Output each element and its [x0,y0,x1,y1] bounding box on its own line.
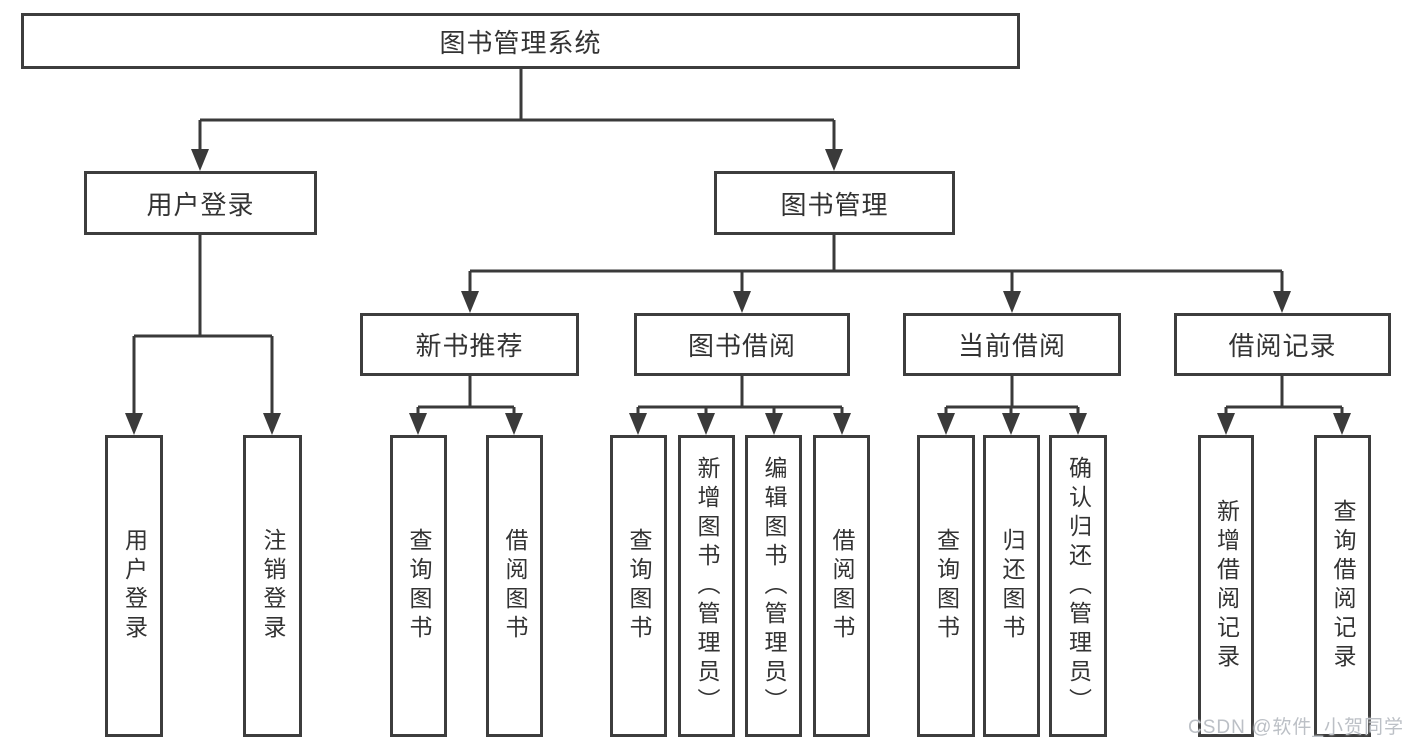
node-borrow-record-label: 借阅记录 [1228,331,1337,361]
node-book-borrow: 图书借阅 [634,313,850,376]
node-user-login: 用户登录 [84,171,317,235]
leaf-confirm-return-admin: 确认归还（管理员） [1049,435,1107,737]
leaf-logout-label: 注销登录 [260,528,286,644]
leaf-query-book-current-label: 查询图书 [933,528,960,644]
leaf-query-borrow-record: 查询借阅记录 [1314,435,1371,737]
leaf-query-borrow-record-label: 查询借阅记录 [1330,499,1356,673]
connector-user-login [132,235,274,414]
leaf-logout: 注销登录 [243,435,302,737]
csdn-watermark: CSDN @软件_小贺同学 [1188,717,1404,738]
arrowheads [125,149,1351,435]
leaf-add-borrow-record: 新增借阅记录 [1198,435,1254,737]
leaf-borrow-book-rec: 借阅图书 [486,435,543,737]
node-book-borrow-label: 图书借阅 [687,331,796,361]
leaf-query-book-borrow-label: 查询图书 [626,528,652,644]
node-book-mgmt: 图书管理 [714,171,955,235]
leaf-return-book-label: 归还图书 [999,528,1025,644]
leaf-user-login-label: 用户登录 [121,528,148,644]
node-new-book-rec: 新书推荐 [360,313,579,376]
node-current-borrow-label: 当前借阅 [957,331,1066,361]
leaf-query-book-borrow: 查询图书 [610,435,667,737]
leaf-confirm-return-admin-label: 确认归还（管理员） [1065,455,1092,717]
node-user-login-label: 用户登录 [146,189,255,220]
leaf-edit-book-admin: 编辑图书（管理员） [745,435,802,737]
leaf-return-book: 归还图书 [983,435,1040,737]
node-root-label: 图书管理系统 [439,27,602,58]
connector-current-borrow [944,376,1080,414]
connector-new-book [416,376,516,414]
node-borrow-record: 借阅记录 [1174,313,1391,376]
leaf-borrow-book-rec-label: 借阅图书 [502,528,528,644]
leaf-borrow-book-label: 借阅图书 [829,528,855,644]
node-root: 图书管理系统 [21,13,1020,69]
node-new-book-rec-label: 新书推荐 [415,331,524,361]
leaf-add-book-admin: 新增图书（管理员） [678,435,735,737]
leaf-edit-book-admin-label: 编辑图书（管理员） [761,455,787,717]
leaf-borrow-book: 借阅图书 [813,435,870,737]
node-current-borrow: 当前借阅 [903,313,1121,376]
connector-book-borrow [636,376,844,414]
leaf-user-login: 用户登录 [105,435,163,737]
connector-borrow-record [1224,376,1344,414]
leaf-add-book-admin-label: 新增图书（管理员） [694,455,720,717]
leaf-query-book-rec-label: 查询图书 [406,528,432,644]
leaf-query-book-rec: 查询图书 [390,435,447,737]
connector-book-mgmt [468,235,1284,292]
node-book-mgmt-label: 图书管理 [780,189,889,220]
leaf-add-borrow-record-label: 新增借阅记录 [1213,499,1240,673]
leaf-query-book-current: 查询图书 [917,435,975,737]
connector-root [198,69,836,150]
